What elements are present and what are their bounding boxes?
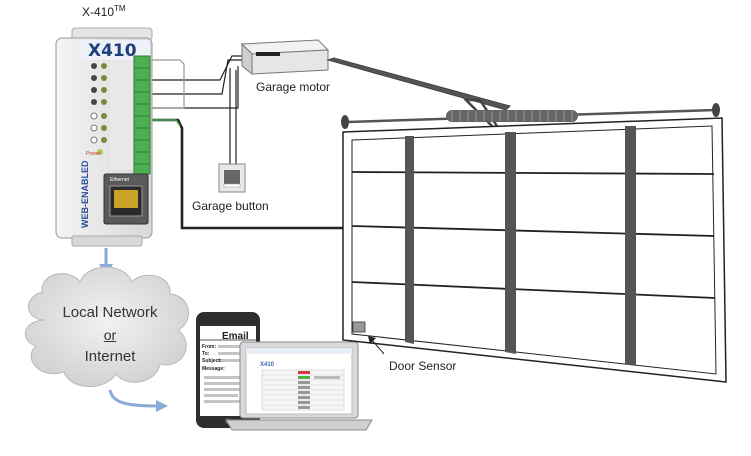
laptop: X410 bbox=[225, 341, 373, 431]
garage-rail bbox=[326, 57, 511, 111]
email-field-from: From: bbox=[202, 344, 217, 350]
laptop-screen-table bbox=[261, 369, 345, 411]
email-title: Email bbox=[222, 331, 249, 342]
wire-motor-3 bbox=[150, 66, 239, 109]
garage-motor-label: Garage motor bbox=[256, 80, 331, 94]
wire-gray bbox=[150, 59, 185, 109]
arrow-to-devices bbox=[108, 389, 168, 412]
device-title: X-410TM bbox=[82, 4, 126, 19]
indicator-lights bbox=[97, 63, 107, 155]
trademark-mark: TM bbox=[114, 4, 126, 13]
wires bbox=[150, 55, 242, 168]
torsion-bar bbox=[341, 103, 720, 129]
power-label: Power bbox=[86, 151, 101, 157]
garage-door bbox=[342, 117, 727, 383]
garage-button bbox=[218, 163, 246, 193]
x410-device: X410 bbox=[55, 27, 153, 247]
device-logo: X410 bbox=[88, 41, 137, 61]
wire-sensor-green bbox=[150, 119, 181, 127]
wire-sensor bbox=[150, 118, 359, 322]
door-sensor bbox=[352, 321, 385, 355]
garage-button-label: Garage button bbox=[192, 199, 269, 213]
wire-motor-2 bbox=[150, 59, 242, 95]
terminal-block bbox=[133, 55, 151, 175]
web-enabled-label: WEB-ENABLED bbox=[80, 160, 90, 228]
network-line-2: or bbox=[103, 327, 117, 343]
laptop-screen-logo: X410 bbox=[260, 362, 275, 368]
email-field-message: Message: bbox=[202, 366, 225, 372]
email-field-subject: Subject: bbox=[202, 358, 222, 364]
email-field-to: To: bbox=[202, 351, 210, 357]
device-model-text: X-410 bbox=[82, 5, 115, 19]
ethernet-label: Ethernet bbox=[110, 177, 130, 183]
relay-leds bbox=[90, 63, 98, 144]
network-line-1: Local Network bbox=[62, 304, 158, 321]
network-line-3: Internet bbox=[84, 348, 136, 365]
ethernet-jack bbox=[114, 190, 138, 208]
garage-motor bbox=[240, 39, 330, 76]
network-label: Local Network or Internet bbox=[30, 302, 190, 368]
terminal-labels bbox=[110, 60, 134, 170]
network-cloud bbox=[24, 266, 189, 387]
door-sensor-label: Door Sensor bbox=[389, 359, 457, 373]
